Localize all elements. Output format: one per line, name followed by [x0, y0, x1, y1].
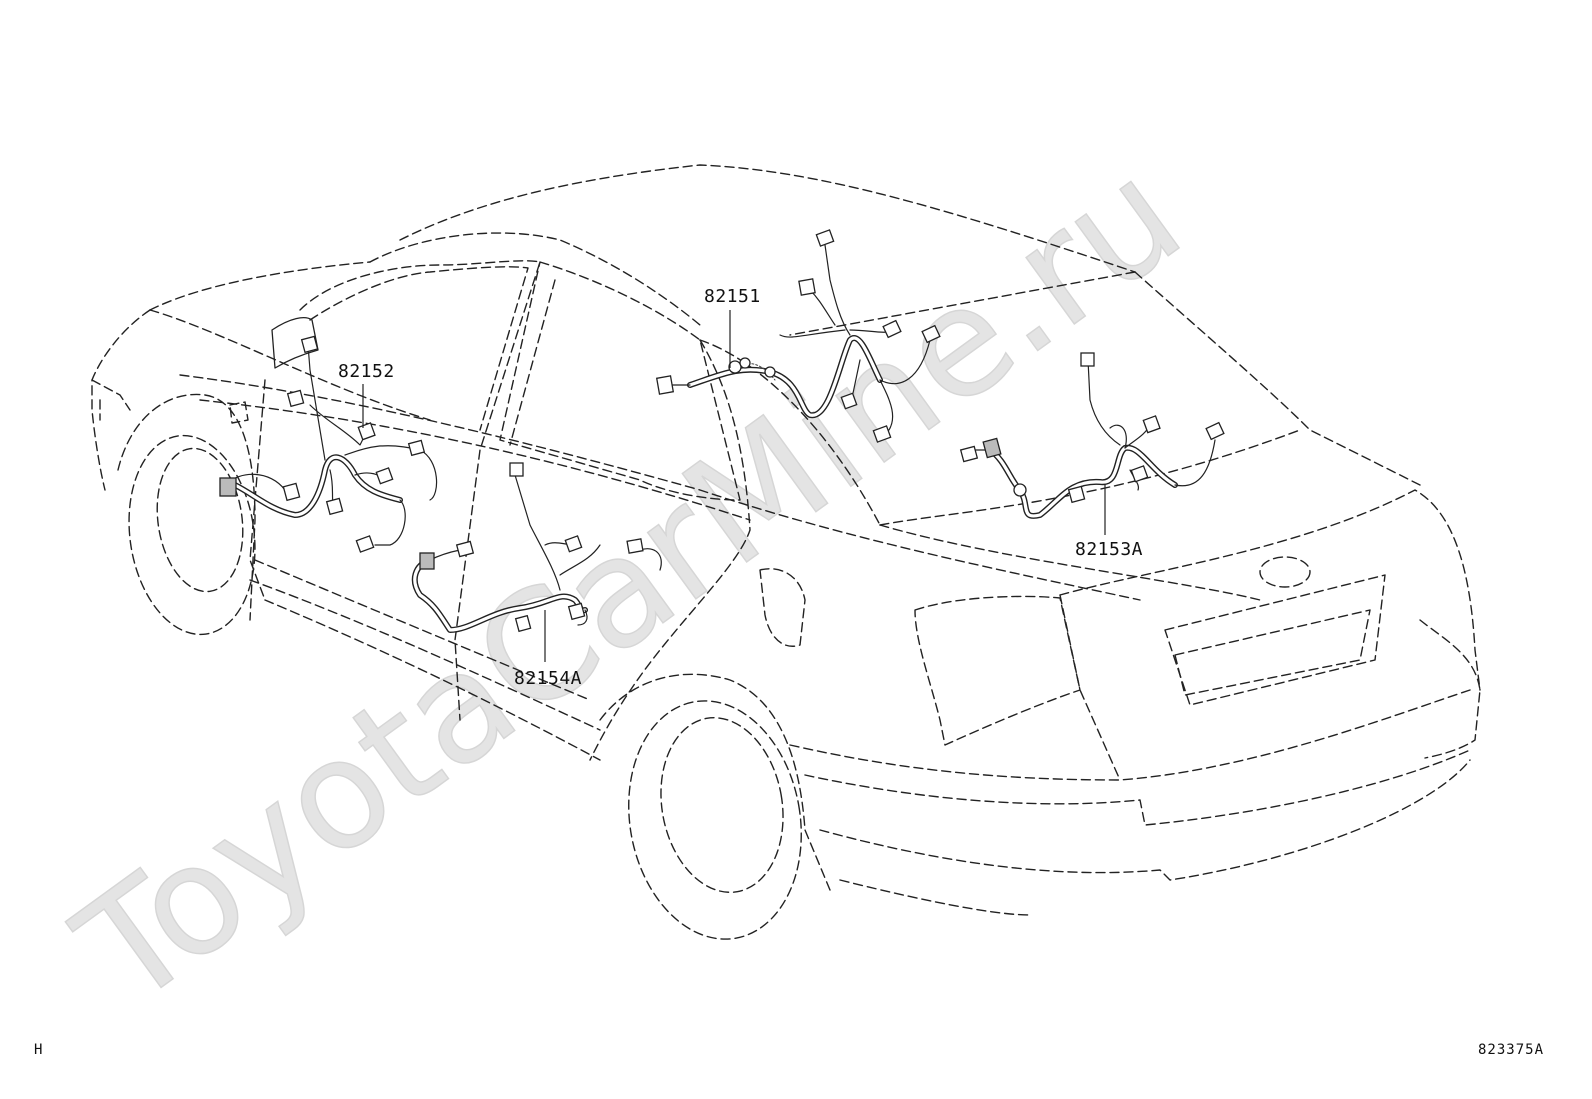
connector-icon	[355, 535, 375, 553]
connector-icon	[514, 614, 532, 633]
connector-icon	[655, 375, 675, 395]
harness-82152	[219, 335, 438, 553]
connector-icon	[375, 467, 394, 485]
connector-icon	[840, 392, 858, 410]
connector-icon	[798, 278, 816, 296]
car-body	[91, 164, 1481, 940]
part-label-82151: 82151	[704, 286, 761, 307]
connector-icon	[325, 497, 344, 516]
mirror	[271, 317, 319, 369]
connector-icon	[564, 535, 583, 553]
connector-icon	[282, 482, 301, 502]
connector-icon	[626, 538, 644, 554]
connector-icon	[959, 445, 979, 463]
connector-icon	[1067, 485, 1086, 504]
connector-icon	[1080, 352, 1095, 367]
diagram-section-code: H	[34, 1042, 44, 1058]
harness-82154A	[411, 462, 662, 633]
connector-icon	[921, 324, 941, 344]
part-label-82154A: 82154A	[514, 668, 582, 689]
harness-82151	[655, 229, 941, 443]
connector-icon	[567, 602, 586, 621]
connector-icon	[882, 319, 902, 339]
harness-82153A	[959, 352, 1225, 519]
part-label-82153A: 82153A	[1075, 539, 1143, 560]
connector-icon	[419, 552, 435, 570]
part-callouts: 82151 82152 82153A 82154A	[338, 286, 1143, 689]
diagram-reference-number: 823375A	[1478, 1042, 1545, 1058]
connector-icon	[357, 422, 376, 441]
connector-icon	[1130, 465, 1149, 483]
connector-icon	[407, 439, 426, 457]
connector-icon	[1142, 415, 1161, 434]
connector-icon	[982, 437, 1002, 459]
connector-icon	[509, 462, 524, 477]
connector-icon	[455, 540, 475, 558]
connector-icon	[286, 389, 305, 408]
connector-icon	[300, 335, 319, 354]
connector-icon	[872, 425, 892, 443]
connector-icon	[815, 229, 835, 247]
connector-icon	[219, 477, 237, 497]
connector-icon	[1205, 421, 1225, 441]
part-label-82152: 82152	[338, 361, 395, 382]
